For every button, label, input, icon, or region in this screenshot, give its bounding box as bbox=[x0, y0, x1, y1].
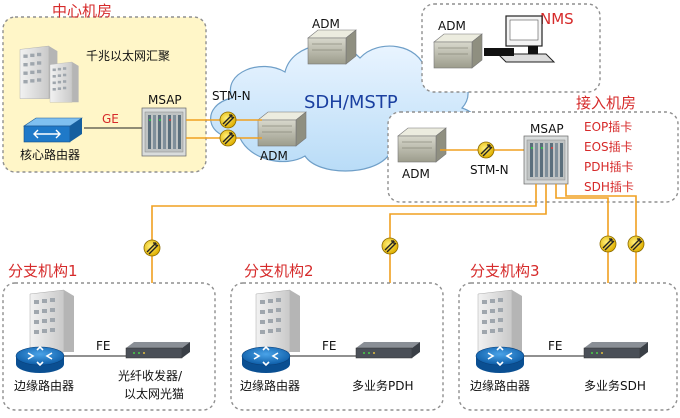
center-room-title: 中心机房 bbox=[52, 2, 112, 20]
card-pdh: PDH插卡 bbox=[584, 160, 634, 174]
adm-nms-label: ADM bbox=[438, 19, 466, 33]
edge-router-icon bbox=[241, 346, 291, 374]
stm-label-access: STM-N bbox=[470, 163, 509, 177]
sdh-label: 多业务SDH bbox=[584, 378, 646, 393]
pdh-device-icon bbox=[355, 341, 421, 359]
branch-2: 分支机构2 FE 边缘路由器 多业务PDH bbox=[230, 262, 444, 411]
center-room: 中心机房 千兆以太网汇聚 核心路由器 GE MSAP bbox=[2, 2, 207, 173]
fe-label: FE bbox=[548, 339, 562, 353]
computer-icon bbox=[484, 15, 556, 63]
branch-3: 分支机构3 FE 边缘路由器 多业务SDH bbox=[458, 262, 678, 411]
fe-label: FE bbox=[96, 339, 110, 353]
edge-router-icon bbox=[475, 346, 525, 374]
branch-1: 分支机构1 FE 边缘路由器 光纤收发器/ 以太网光猫 bbox=[2, 262, 216, 411]
adm-top-label: ADM bbox=[312, 17, 340, 31]
adm-access-icon bbox=[397, 127, 447, 163]
stm-icon bbox=[599, 235, 617, 253]
building-icon bbox=[477, 289, 523, 353]
device-label-line1: 光纤收发器/ bbox=[118, 368, 183, 383]
core-router-icon bbox=[23, 117, 83, 143]
center-msap-label: MSAP bbox=[148, 93, 182, 107]
nms-label: NMS bbox=[540, 10, 574, 28]
card-eos: EOS插卡 bbox=[584, 140, 633, 154]
branch-3-title: 分支机构3 bbox=[470, 262, 540, 280]
stm-icon bbox=[381, 237, 399, 255]
stm-icon bbox=[143, 239, 161, 257]
center-msap-icon bbox=[141, 107, 187, 157]
ge-label: GE bbox=[102, 112, 119, 126]
adm-center-icon bbox=[257, 111, 307, 147]
access-msap-label: MSAP bbox=[530, 122, 564, 136]
core-router-label: 核心路由器 bbox=[20, 147, 80, 162]
access-msap-icon bbox=[523, 135, 569, 185]
device-label-line2: 以太网光猫 bbox=[124, 386, 184, 401]
nms-region: ADM NMS bbox=[421, 3, 601, 93]
fe-label: FE bbox=[322, 339, 336, 353]
edge-router-label: 边缘路由器 bbox=[240, 378, 300, 393]
pdh-label: 多业务PDH bbox=[352, 378, 414, 393]
card-sdh: SDH插卡 bbox=[584, 180, 634, 194]
cloud-title: SDH/MSTP bbox=[304, 92, 398, 113]
fiber-transceiver-icon bbox=[125, 341, 191, 359]
branch-1-title: 分支机构1 bbox=[8, 262, 78, 280]
card-eop: EOP插卡 bbox=[584, 120, 632, 134]
aggregation-label: 千兆以太网汇聚 bbox=[86, 48, 170, 63]
stm-label-center: STM-N bbox=[212, 89, 251, 103]
stm-icon bbox=[219, 129, 237, 147]
edge-router-icon bbox=[15, 346, 65, 374]
adm-access-label: ADM bbox=[402, 167, 430, 181]
stm-icon bbox=[627, 235, 645, 253]
stm-icon bbox=[219, 111, 237, 129]
edge-router-label: 边缘路由器 bbox=[470, 378, 530, 393]
fiber-lines bbox=[151, 184, 637, 342]
adm-nms-icon bbox=[433, 33, 483, 69]
edge-router-label: 边缘路由器 bbox=[14, 378, 74, 393]
access-room-title: 接入机房 bbox=[576, 94, 636, 112]
sdh-device-icon bbox=[583, 341, 649, 359]
building-icon bbox=[255, 289, 301, 353]
access-room: 接入机房 ADM STM-N MSAP EOP插卡 EOS插卡 PDH插卡 SD… bbox=[387, 94, 679, 203]
adm-top-icon bbox=[307, 29, 357, 65]
stm-links-center bbox=[186, 111, 262, 147]
branch-2-title: 分支机构2 bbox=[244, 262, 314, 280]
adm-center-label: ADM bbox=[260, 149, 288, 163]
stm-icon bbox=[477, 141, 495, 159]
building-icon bbox=[29, 289, 75, 353]
